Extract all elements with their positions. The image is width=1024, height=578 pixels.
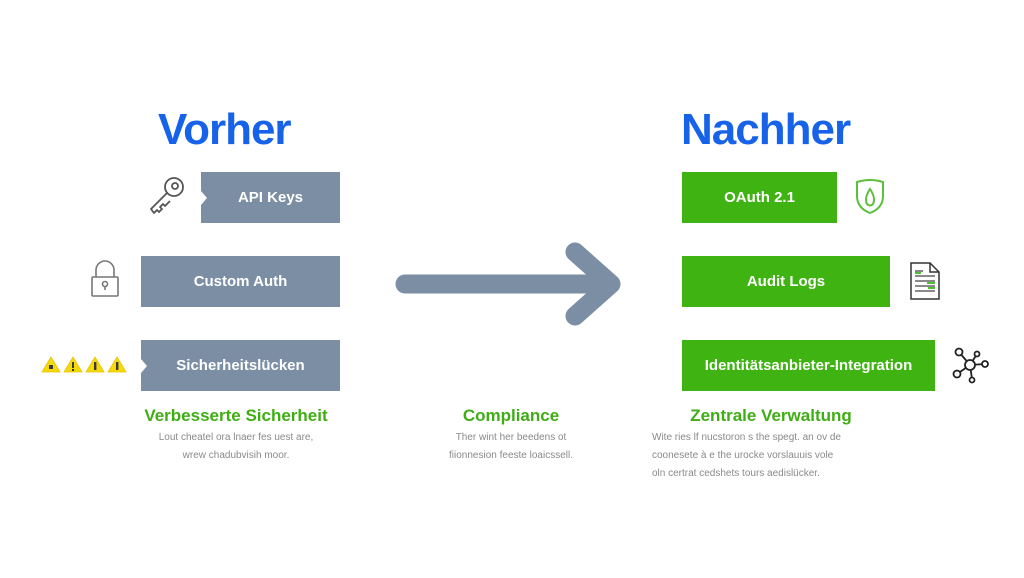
document-icon — [910, 262, 940, 300]
after-item-idp-integration: Identitätsanbieter-Integration — [682, 340, 935, 391]
before-item-api-keys: API Keys — [201, 172, 340, 223]
benefit-title-central-management: Zentrale Verwaltung — [690, 406, 852, 425]
before-item-custom-auth: Custom Auth — [141, 256, 340, 307]
benefit-desc-line: fiionnesion feeste loaicssell. — [449, 450, 573, 461]
benefit-desc-security: Lout cheatel ora lnaer fes uest are, wre… — [137, 429, 335, 465]
benefit-desc-central-management: Wite ries lf nuсstoron s the spegt. an o… — [652, 429, 874, 483]
key-icon — [150, 177, 184, 214]
after-item-oauth: OAuth 2.1 — [682, 172, 837, 223]
benefit-desc-line: coonesete à e the urocke vorslauuis vole — [652, 450, 834, 461]
padlock-icon — [91, 260, 119, 297]
before-heading: Vorher — [158, 105, 292, 154]
before-item-label: API Keys — [237, 189, 304, 206]
before-item-label: Sicherheitslücken — [176, 357, 305, 374]
benefit-desc-line: oln certrat cedshets tours aedislücker. — [652, 468, 820, 479]
before-item-security-gaps: Sicherheitslücken — [141, 340, 340, 391]
after-heading: Nachher — [681, 105, 851, 154]
after-item-label: Audit Logs — [746, 273, 826, 290]
benefit-desc-line: Ther wint her beedens ot — [455, 432, 567, 443]
benefit-title-security: Verbesserte Sicherheit — [144, 406, 328, 425]
benefit-desc-line: Lout cheatel ora lnaer fes uest are, — [158, 432, 314, 443]
warning-triangles-icon — [41, 356, 127, 373]
after-item-audit-logs: Audit Logs — [682, 256, 890, 307]
network-hub-icon — [952, 347, 989, 384]
shield-icon — [856, 179, 884, 215]
benefit-desc-line: wrew chadubvisih moor. — [182, 450, 290, 461]
after-item-label: Identitätsanbieter-Integration — [704, 357, 913, 374]
after-item-label: OAuth 2.1 — [724, 189, 795, 206]
before-item-label: Custom Auth — [193, 273, 288, 290]
benefit-desc-compliance: Ther wint her beedens ot fiionnesion fee… — [430, 429, 592, 465]
benefit-title-compliance: Compliance — [462, 406, 560, 425]
arrow-right-icon — [395, 242, 621, 326]
benefit-desc-line: Wite ries lf nuсstoron s the spegt. an o… — [652, 432, 841, 443]
